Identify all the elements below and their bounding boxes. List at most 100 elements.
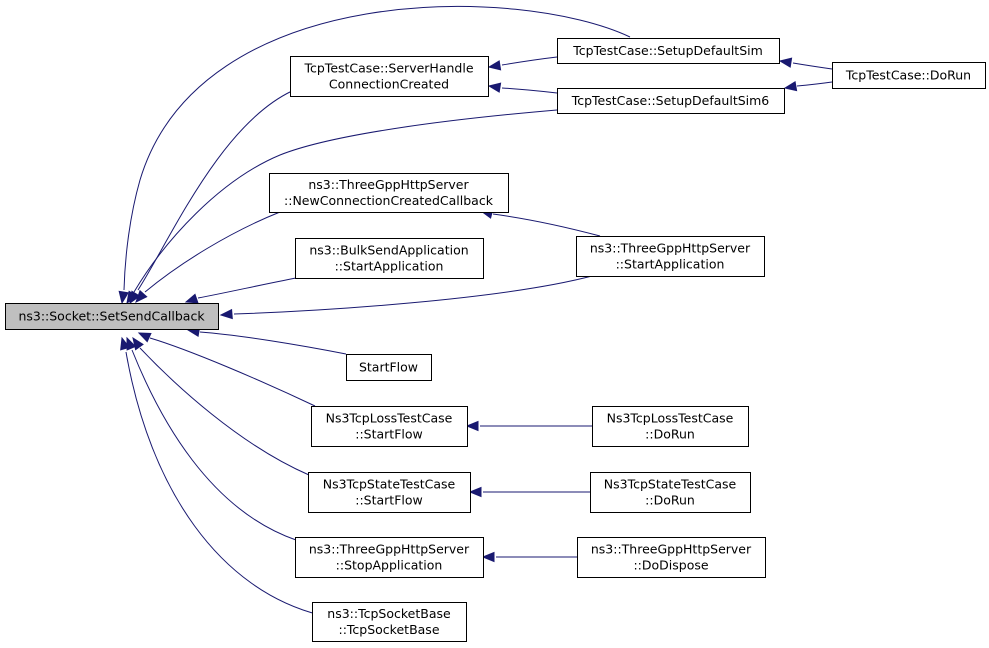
node-label-line: TcpTestCase::SetupDefaultSim: [572, 43, 763, 58]
edge-line: [796, 81, 833, 87]
edge-arrowhead: [778, 57, 793, 68]
edge-arrowhead: [783, 80, 798, 92]
node-label-line: ns3::ThreeGppHttpServer: [308, 177, 469, 192]
node-box[interactable]: [557, 88, 785, 114]
edge-line: [501, 87, 558, 94]
node-label-line: ::DoDispose: [633, 558, 708, 573]
node-box[interactable]: [346, 354, 432, 381]
node-box[interactable]: [295, 238, 484, 279]
node-tcpDoRun[interactable]: TcpTestCase::DoRun: [832, 62, 986, 89]
edge-line: [233, 275, 593, 315]
node-label-line: Ns3TcpStateTestCase: [604, 477, 737, 492]
nodes-layer: ns3::Socket::SetSendCallback TcpTestCase:…: [5, 38, 986, 642]
node-label-line: TcpTestCase::ServerHandle: [303, 61, 473, 76]
node-label-line: ::StartFlow: [355, 427, 423, 442]
edge-lossDoRun-to-lossStart: [465, 420, 592, 432]
node-lossDoRun[interactable]: Ns3TcpLossTestCase::DoRun: [592, 406, 749, 447]
node-box[interactable]: [590, 472, 751, 513]
node-httpDispose[interactable]: ns3::ThreeGppHttpServer::DoDispose: [577, 537, 766, 578]
node-newConn[interactable]: ns3::ThreeGppHttpServer::NewConnectionCr…: [269, 173, 509, 213]
node-label-line: ns3::ThreeGppHttpServer: [590, 241, 751, 256]
edge-line: [792, 62, 833, 70]
edge-line: [492, 213, 601, 237]
node-lossStart[interactable]: Ns3TcpLossTestCase::StartFlow: [311, 406, 468, 447]
node-label-line: TcpTestCase::DoRun: [845, 68, 971, 83]
node-box[interactable]: [308, 472, 471, 513]
edge-arrowhead: [487, 82, 502, 93]
edge-arrowhead: [468, 486, 482, 498]
edge-arrowhead: [184, 293, 199, 304]
edges-layer: [118, 5, 833, 616]
node-root[interactable]: ns3::Socket::SetSendCallback: [5, 303, 219, 330]
node-box[interactable]: [312, 602, 467, 642]
edge-stateDoRun-to-stateStart: [468, 486, 590, 498]
node-httpStop[interactable]: ns3::ThreeGppHttpServer::StopApplication: [295, 537, 484, 578]
node-label-line: Ns3TcpStateTestCase: [323, 477, 456, 492]
node-label-line: Ns3TcpLossTestCase: [607, 411, 734, 426]
node-label-line: ::StartApplication: [616, 257, 725, 272]
node-label-line: ns3::BulkSendApplication: [309, 243, 468, 258]
edge-arrowhead: [465, 420, 479, 432]
edge-httpStart-to-root: [219, 275, 593, 320]
node-box[interactable]: [5, 303, 219, 330]
node-label-line: TcpTestCase::SetupDefaultSim6: [571, 93, 770, 108]
edge-arrowhead: [132, 336, 144, 351]
edge-line: [197, 277, 297, 299]
node-label-line: ::DoRun: [645, 493, 695, 508]
node-label-line: ns3::ThreeGppHttpServer: [591, 542, 752, 557]
edge-tcpDoRun-to-setupSim6: [783, 80, 833, 92]
edge-serverHandle-to-root: [129, 90, 293, 305]
edge-setupSim-to-serverHandle: [487, 56, 558, 71]
edge-setupSim-to-root: [118, 5, 631, 305]
edge-line: [149, 337, 316, 407]
edge-lossStart-to-root: [137, 332, 316, 407]
node-box[interactable]: [577, 537, 766, 578]
node-label-line: ::StartFlow: [355, 493, 423, 508]
node-box[interactable]: [592, 406, 749, 447]
node-label-line: ::DoRun: [645, 427, 695, 442]
edge-bulkSend-to-root: [184, 277, 297, 304]
edge-stateStart-to-root: [132, 336, 310, 476]
edge-line: [137, 90, 293, 291]
node-stateStart[interactable]: Ns3TcpStateTestCase::StartFlow: [308, 472, 471, 513]
edge-line: [144, 211, 281, 293]
node-setupSim6[interactable]: TcpTestCase::SetupDefaultSim6: [557, 88, 785, 114]
edge-arrowhead: [126, 290, 138, 305]
edge-tcpDoRun-to-setupSim: [778, 57, 833, 70]
node-box[interactable]: [295, 537, 484, 578]
node-box[interactable]: [832, 62, 986, 89]
edge-setupSim6-to-root: [126, 109, 558, 305]
edge-arrowhead: [481, 551, 495, 563]
edge-arrowhead: [120, 336, 131, 351]
node-httpStart[interactable]: ns3::ThreeGppHttpServer::StartApplicatio…: [576, 236, 765, 277]
node-startFlow[interactable]: StartFlow: [346, 354, 432, 381]
node-setupSim[interactable]: TcpTestCase::SetupDefaultSim: [557, 38, 780, 64]
node-label-line: ns3::Socket::SetSendCallback: [18, 309, 205, 324]
edge-httpStart-to-newConn: [479, 208, 601, 237]
node-label-line: Ns3TcpLossTestCase: [326, 411, 453, 426]
node-stateDoRun[interactable]: Ns3TcpStateTestCase::DoRun: [590, 472, 751, 513]
node-label-line: ConnectionCreated: [329, 77, 449, 92]
node-box[interactable]: [269, 173, 509, 213]
node-label-line: ns3::ThreeGppHttpServer: [309, 542, 470, 557]
node-box[interactable]: [290, 56, 489, 97]
node-box[interactable]: [576, 236, 765, 277]
node-label-line: ns3::TcpSocketBase: [327, 606, 451, 621]
node-bulkSend[interactable]: ns3::BulkSendApplication::StartApplicati…: [295, 238, 484, 279]
node-sockBase[interactable]: ns3::TcpSocketBase::TcpSocketBase: [312, 602, 467, 642]
edge-line: [199, 331, 347, 355]
node-box[interactable]: [557, 38, 780, 64]
edge-arrowhead: [487, 60, 502, 71]
edge-setupSim6-to-serverHandle: [487, 82, 558, 94]
node-box[interactable]: [311, 406, 468, 447]
node-serverHandle[interactable]: TcpTestCase::ServerHandleConnectionCreat…: [290, 56, 489, 97]
edge-arrowhead: [137, 332, 152, 343]
edge-arrowhead: [135, 289, 148, 303]
edge-line: [139, 347, 310, 476]
edge-line: [501, 56, 558, 66]
node-label-line: ::NewConnectionCreatedCallback: [284, 193, 494, 208]
edge-httpStop-to-root: [126, 336, 297, 541]
edge-line: [125, 351, 321, 616]
node-label-line: ::TcpSocketBase: [338, 622, 439, 637]
